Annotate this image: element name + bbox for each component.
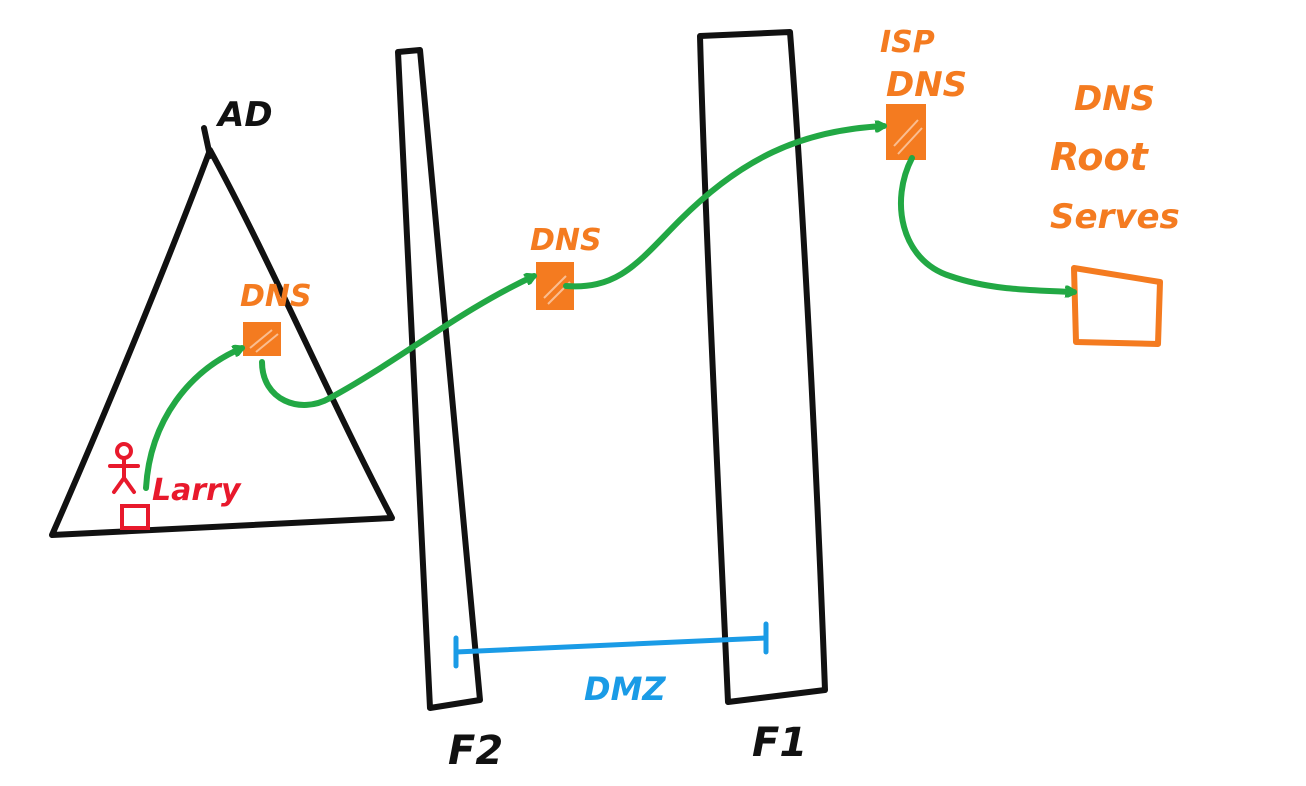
- root-servers-label-line2: Root: [1050, 135, 1150, 179]
- firewall-inner: [395, 47, 483, 711]
- dmz-span-line: [453, 635, 769, 655]
- isp-dns-server-icon: [886, 104, 926, 160]
- query-arrow-internal-to-dmz-dns: [259, 276, 537, 408]
- ad-apex-tick: [201, 125, 213, 159]
- isp-dns-label-line1: ISP: [880, 25, 935, 60]
- internal-dns-label: DNS: [240, 279, 312, 314]
- firewall-inner-label: F2: [448, 728, 503, 774]
- ad-domain-triangle: [49, 147, 395, 538]
- ad-label: AD: [215, 95, 273, 135]
- query-arrow-isp-to-root-servers: [898, 155, 1077, 292]
- query-arrow-dmz-to-isp-dns: [563, 126, 887, 290]
- dmz-dns-label: DNS: [530, 223, 602, 258]
- user-computer-icon: [120, 504, 150, 530]
- user-figure-body: [108, 456, 140, 494]
- firewall-outer-label: F1: [752, 720, 807, 766]
- dmz-label: DMZ: [584, 670, 666, 708]
- root-servers-label-line1: DNS: [1074, 79, 1155, 119]
- root-server-box: [1071, 265, 1163, 347]
- root-servers-label-line3: Serves: [1050, 197, 1180, 237]
- firewall-outer: [697, 29, 828, 705]
- isp-dns-label-line2: DNS: [886, 65, 967, 105]
- user-larry: [108, 442, 150, 530]
- user-label: Larry: [152, 473, 242, 508]
- query-arrow-user-to-internal-dns: [143, 348, 245, 491]
- user-figure-head: [115, 442, 133, 460]
- internal-dns-server-icon: [243, 322, 281, 356]
